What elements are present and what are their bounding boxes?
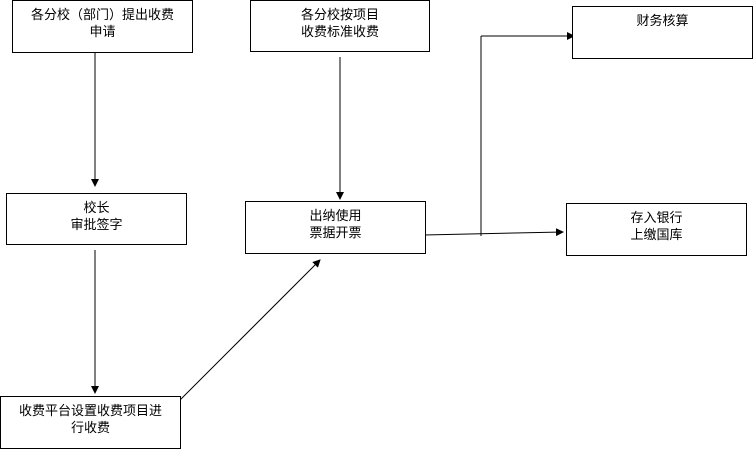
node-platform-line-2: 行收费 [70, 421, 110, 436]
node-bank: 存入银行 上缴国库 [566, 203, 747, 256]
node-platform-line-1: 收费平台设置收费项目进 [18, 404, 162, 419]
node-cashier-line-1: 出纳使用 [309, 209, 362, 224]
node-principal-line-1: 校长 [83, 201, 110, 216]
node-principal-line-2: 审批签字 [70, 218, 123, 233]
node-cashier-line-2: 票据开票 [309, 226, 362, 241]
node-finance-line-1: 财务核算 [636, 14, 689, 29]
node-cashier: 出纳使用 票据开票 [245, 201, 426, 254]
node-request-line-1: 各分校（部门）提出收费 [30, 8, 174, 23]
node-request: 各分校（部门）提出收费 申请 [12, 0, 193, 53]
node-platform: 收费平台设置收费项目进 行收费 [0, 396, 181, 449]
node-standard: 各分校按项目 收费标准收费 [250, 0, 430, 52]
node-standard-line-2: 收费标准收费 [300, 25, 379, 40]
node-principal: 校长 审批签字 [6, 193, 187, 245]
node-standard-line-1: 各分校按项目 [300, 8, 379, 23]
arrow-cashier-to-bank [423, 228, 564, 237]
node-finance: 财务核算 [572, 6, 753, 59]
node-bank-line-2: 上缴国库 [630, 228, 683, 243]
node-request-line-2: 申请 [89, 25, 116, 40]
node-bank-line-1: 存入银行 [630, 211, 683, 226]
